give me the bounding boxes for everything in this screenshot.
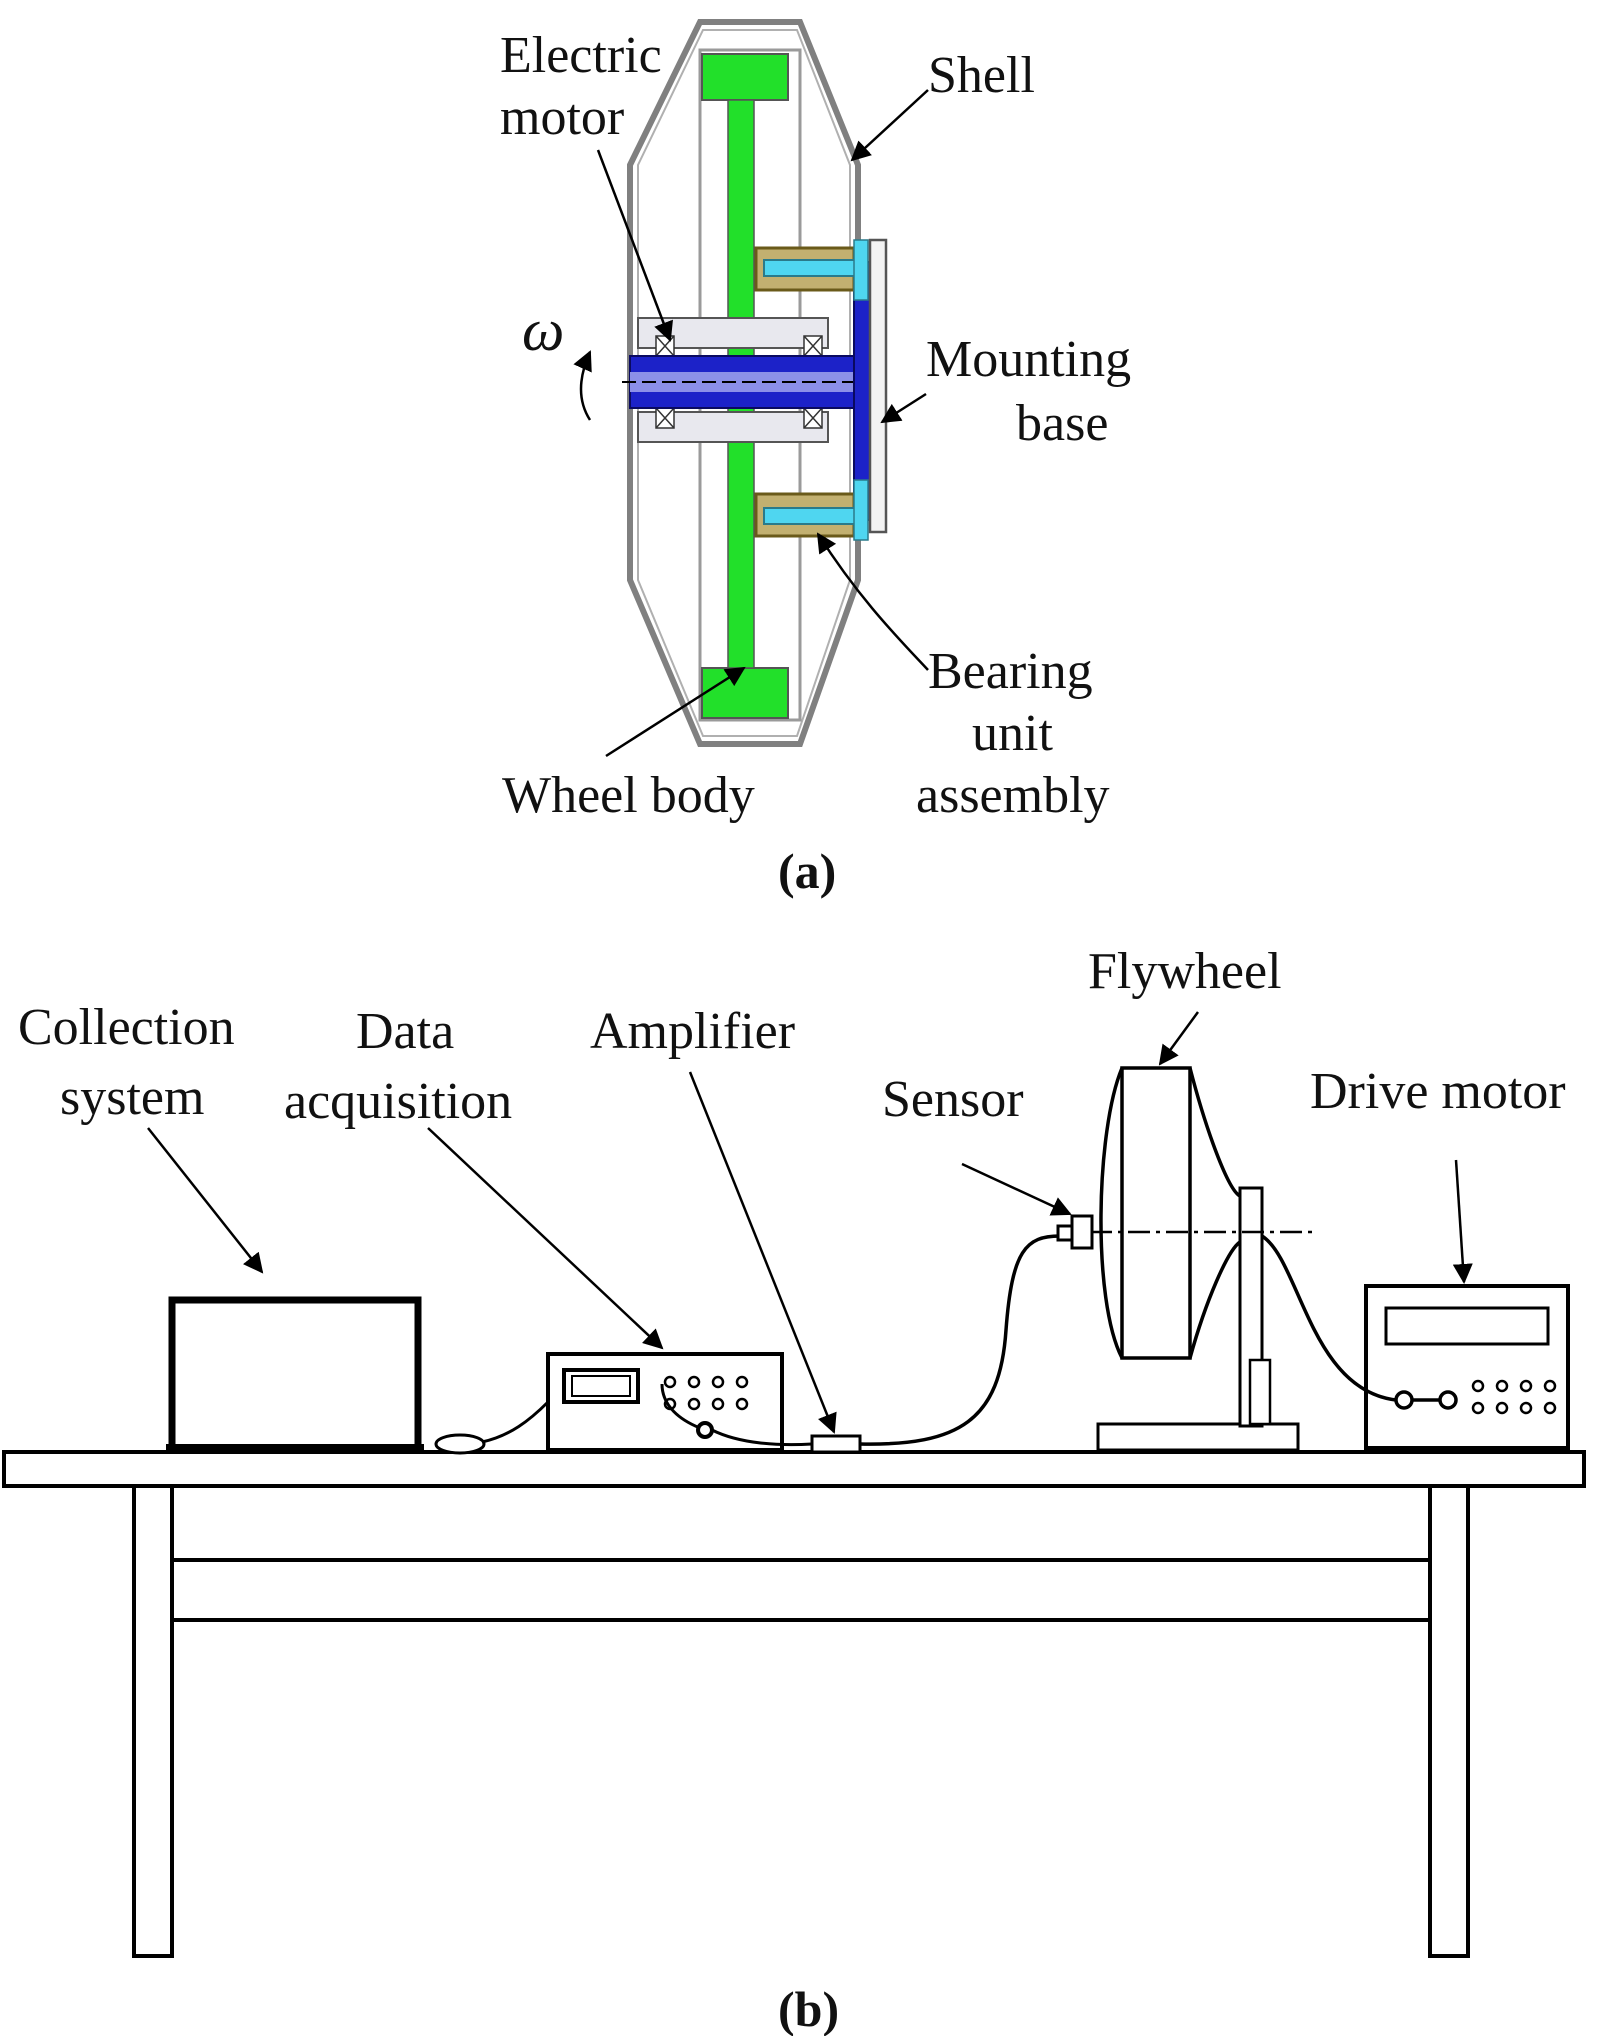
flywheel-stand-foot bbox=[1248, 1358, 1272, 1426]
shell-inner-outline bbox=[637, 29, 851, 737]
label-data-2: acquisition bbox=[284, 1073, 512, 1130]
mouse-cable bbox=[481, 1400, 550, 1444]
panel-b-test-setup: Collection system Data acquisition Ampli… bbox=[2, 943, 1586, 2036]
label-mounting-base-2: base bbox=[1016, 395, 1108, 452]
laptop-base bbox=[166, 1444, 424, 1452]
sensor-tip bbox=[1056, 1224, 1074, 1242]
wheel-rim-top bbox=[701, 53, 789, 101]
bearing-pin-bottom bbox=[763, 507, 861, 525]
daq-port bbox=[696, 1421, 714, 1439]
label-flywheel: Flywheel bbox=[1088, 943, 1282, 1000]
wheel-rim-bottom bbox=[701, 667, 789, 719]
cable-amp-to-sensor bbox=[859, 1234, 1061, 1446]
table-leg-right bbox=[1428, 1484, 1470, 1958]
amplifier-box bbox=[810, 1434, 862, 1454]
leader-sensor bbox=[961, 1162, 1072, 1216]
label-sensor: Sensor bbox=[882, 1071, 1024, 1128]
flywheel-front-curve bbox=[1099, 1067, 1124, 1359]
omega-symbol: ω bbox=[522, 297, 564, 363]
label-collection-2: system bbox=[60, 1069, 204, 1126]
leader-drive-motor bbox=[1452, 1159, 1473, 1284]
cable-daq-to-amp bbox=[711, 1428, 813, 1447]
drive-port-2 bbox=[1438, 1390, 1458, 1410]
leader-collection bbox=[147, 1127, 264, 1274]
leader-electric-motor bbox=[596, 149, 673, 342]
leader-flywheel bbox=[1158, 1011, 1200, 1066]
leader-amplifier bbox=[688, 1071, 837, 1434]
cable-flywheel-to-drive bbox=[1261, 1234, 1440, 1402]
daq-internal-wire bbox=[660, 1383, 701, 1430]
label-amplifier: Amplifier bbox=[590, 1003, 795, 1060]
label-bearing-unit-3: assembly bbox=[916, 767, 1110, 824]
leader-shell bbox=[850, 89, 929, 162]
label-bearing-unit-2: unit bbox=[972, 705, 1053, 762]
flywheel-back-curve bbox=[1188, 1067, 1242, 1359]
label-electric-motor-1: Electric bbox=[500, 27, 662, 84]
flywheel-disk bbox=[1120, 1066, 1192, 1360]
flywheel-base bbox=[1096, 1422, 1300, 1452]
leader-data-acq bbox=[427, 1127, 664, 1350]
omega-rotation-arrow bbox=[573, 350, 592, 421]
daq-display-inner bbox=[571, 1375, 631, 1397]
bearing-x-br bbox=[803, 407, 823, 429]
label-mounting-base-1: Mounting bbox=[926, 331, 1131, 388]
label-data-1: Data bbox=[356, 1003, 454, 1060]
mouse bbox=[434, 1433, 486, 1455]
caption-a: (a) bbox=[778, 843, 836, 899]
leader-mounting-base bbox=[880, 392, 927, 424]
table-rail bbox=[170, 1558, 1432, 1622]
drive-port-1 bbox=[1394, 1390, 1414, 1410]
label-shell: Shell bbox=[928, 47, 1035, 104]
label-drive-motor: Drive motor bbox=[1310, 1063, 1566, 1120]
mounting-base-plate bbox=[868, 238, 888, 534]
caption-b: (b) bbox=[778, 1981, 839, 2036]
label-electric-motor-2: motor bbox=[500, 89, 624, 146]
sensor bbox=[1070, 1214, 1094, 1250]
table-leg-left bbox=[132, 1484, 174, 1958]
panel-a-cross-section: ω Electric motor Shell Mounting base Bea… bbox=[500, 19, 1131, 899]
flange-cyan-top bbox=[853, 239, 869, 301]
drive-motor-display bbox=[1384, 1306, 1550, 1346]
daq-knobs bbox=[663, 1375, 749, 1411]
table-top bbox=[2, 1450, 1586, 1488]
bearing-pin-top bbox=[763, 259, 861, 277]
label-bearing-unit-1: Bearing bbox=[928, 643, 1093, 700]
leader-wheel-body bbox=[605, 666, 746, 758]
laptop-screen bbox=[168, 1296, 422, 1454]
leader-bearing-unit bbox=[816, 532, 929, 671]
drive-motor-knobs bbox=[1471, 1379, 1557, 1415]
label-collection-1: Collection bbox=[18, 999, 235, 1056]
bearing-x-bl bbox=[655, 407, 675, 429]
flange-cyan-bottom bbox=[853, 479, 869, 541]
bearing-x-tr bbox=[803, 335, 823, 357]
label-wheel-body: Wheel body bbox=[502, 767, 755, 824]
shell-outline bbox=[627, 19, 861, 747]
